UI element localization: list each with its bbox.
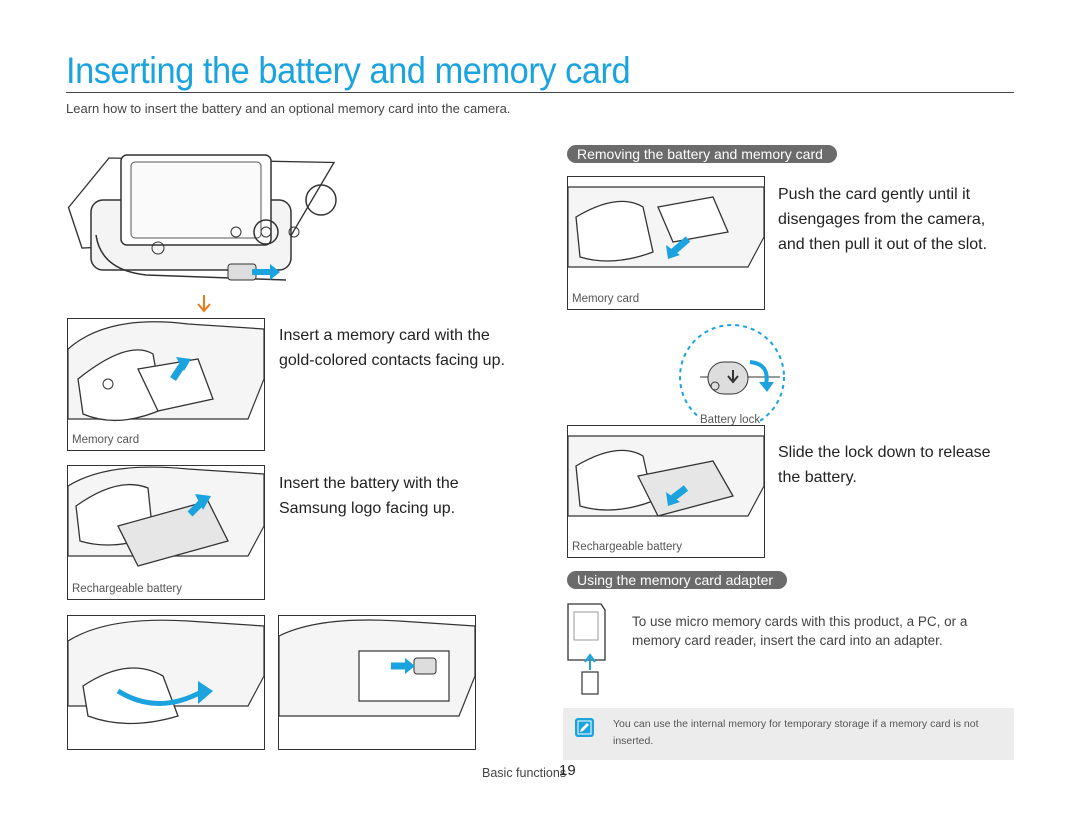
- note-text: You can use the internal memory for temp…: [613, 718, 979, 747]
- close-cover-frame: [67, 615, 265, 750]
- memory-card-caption: Memory card: [72, 434, 140, 446]
- insert-card-instruction: Insert a memory card with the gold-color…: [279, 327, 505, 369]
- battery-lock-label: Battery lock: [700, 414, 761, 426]
- insert-battery-frame: Rechargeable battery: [67, 465, 265, 600]
- remove-battery-frame: Rechargeable battery: [567, 425, 765, 558]
- footer-section-label: Basic functions: [482, 766, 567, 780]
- intro-text: Learn how to insert the battery and an o…: [66, 101, 511, 116]
- memory-card-adapter-illustration: [567, 603, 606, 695]
- remove-battery-instruction: Slide the lock down to release the batte…: [778, 444, 991, 486]
- adapter-section-heading: Using the memory card adapter: [567, 571, 788, 589]
- rechargeable-battery-caption-remove: Rechargeable battery: [572, 541, 682, 553]
- camera-bottom-illustration: [67, 154, 337, 281]
- remove-card-instruction: Push the card gently until it disengages…: [778, 186, 988, 253]
- remove-memory-card-frame: Memory card: [567, 176, 765, 310]
- adapter-instruction: To use micro memory cards with this prod…: [632, 614, 968, 648]
- title-divider: [66, 92, 1014, 93]
- note-box: [563, 708, 1014, 760]
- memory-card-caption-remove: Memory card: [572, 293, 640, 305]
- note-pencil-icon: [575, 718, 594, 737]
- removing-section-heading: Removing the battery and memory card: [567, 145, 837, 163]
- down-arrow-icon: [197, 295, 211, 313]
- insert-memory-card-frame: Memory card: [67, 318, 265, 451]
- insert-battery-instruction: Insert the battery with the Samsung logo…: [279, 475, 459, 517]
- page-number: 19: [559, 762, 576, 779]
- lock-cover-frame: [278, 615, 476, 750]
- page-title: Inserting the battery and memory card: [66, 50, 631, 91]
- rechargeable-battery-caption: Rechargeable battery: [72, 583, 182, 595]
